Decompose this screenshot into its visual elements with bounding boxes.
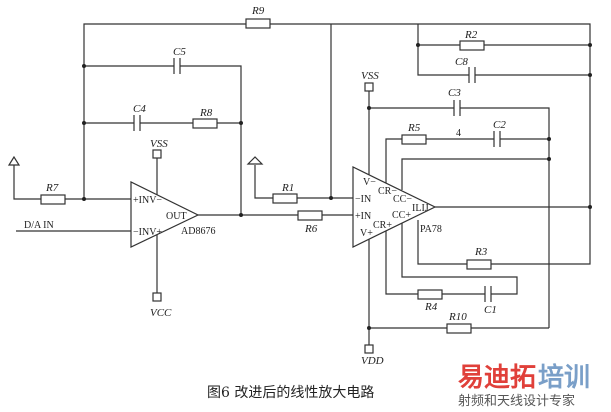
input-label: D/A IN bbox=[24, 220, 54, 231]
pin-crplus: CR+ bbox=[373, 220, 392, 231]
label-c3: C3 bbox=[448, 87, 461, 99]
capacitor-c1 bbox=[484, 286, 492, 302]
watermark-logo: 易迪拓 培训 射频和天线设计专家 bbox=[458, 363, 590, 409]
resistor-r2 bbox=[459, 40, 485, 51]
label-r10: R10 bbox=[448, 311, 467, 323]
resistor-r3 bbox=[466, 259, 492, 270]
capacitors bbox=[133, 58, 501, 302]
resistor-r4 bbox=[417, 289, 443, 300]
pin-crminus: CR− bbox=[378, 186, 397, 197]
resistor-r5 bbox=[401, 134, 427, 145]
label-c1: C1 bbox=[484, 304, 497, 316]
label-r1: R1 bbox=[281, 182, 294, 194]
ground-icon bbox=[7, 155, 21, 166]
label-vss-1: VSS bbox=[150, 138, 168, 150]
supply-terminal-vdd bbox=[364, 344, 374, 354]
pin-out: OUT bbox=[166, 211, 187, 222]
pin-minus-in: −IN bbox=[355, 194, 371, 205]
label-r2: R2 bbox=[464, 29, 478, 41]
label-vdd: VDD bbox=[361, 355, 384, 367]
supply-terminal-vss-2 bbox=[364, 82, 374, 92]
svg-text:射频和天线设计专家: 射频和天线设计专家 bbox=[458, 393, 575, 409]
label-c2: C2 bbox=[493, 119, 506, 131]
label-node-4: 4 bbox=[456, 128, 461, 139]
supply-terminal-vcc bbox=[152, 292, 162, 302]
pin-plus-in: +IN bbox=[355, 211, 371, 222]
resistor-r8 bbox=[192, 118, 218, 129]
opamp1-name: AD8676 bbox=[181, 226, 215, 237]
figure-caption: 图6 改进后的线性放大电路 bbox=[207, 385, 374, 401]
pin-ccplus: CC+ bbox=[392, 210, 411, 221]
opamp-pa78 bbox=[352, 166, 437, 248]
resistor-r1 bbox=[272, 193, 298, 204]
label-r9: R9 bbox=[251, 5, 265, 17]
label-vss-2: VSS bbox=[361, 70, 379, 82]
label-r6: R6 bbox=[304, 223, 318, 235]
pin-vminus: V− bbox=[363, 177, 376, 188]
label-c8: C8 bbox=[455, 56, 468, 68]
label-r4: R4 bbox=[424, 301, 438, 313]
pin-inv-plus: +INV− bbox=[133, 195, 162, 206]
capacitor-c2 bbox=[493, 131, 501, 147]
resistor-r6 bbox=[297, 210, 323, 221]
label-c4: C4 bbox=[133, 103, 146, 115]
resistor-r7 bbox=[40, 194, 66, 205]
label-r3: R3 bbox=[474, 246, 488, 258]
ground-icon bbox=[246, 156, 264, 165]
capacitor-c3 bbox=[453, 100, 461, 116]
resistor-r9 bbox=[245, 18, 271, 29]
wires bbox=[13, 23, 591, 345]
label-c5: C5 bbox=[173, 46, 186, 58]
capacitor-c5 bbox=[173, 58, 181, 74]
capacitor-c8 bbox=[468, 67, 476, 83]
label-r8: R8 bbox=[199, 107, 213, 119]
pin-ccminus: CC− bbox=[393, 194, 412, 205]
junction-dots bbox=[82, 43, 592, 330]
label-r7: R7 bbox=[45, 182, 59, 194]
label-r5: R5 bbox=[407, 122, 421, 134]
svg-text:易迪拓: 易迪拓 bbox=[458, 363, 536, 393]
opamp2-name: PA78 bbox=[420, 224, 442, 235]
supply-terminal-vss-1 bbox=[152, 149, 162, 159]
label-vcc: VCC bbox=[150, 307, 172, 319]
capacitor-c4 bbox=[133, 115, 141, 131]
pin-vplus: V+ bbox=[360, 228, 373, 239]
svg-text:培训: 培训 bbox=[538, 363, 590, 393]
opamp-ad8676 bbox=[130, 181, 200, 248]
pin-inv-minus: −INV+ bbox=[133, 227, 162, 238]
resistor-r10 bbox=[446, 323, 472, 334]
pin-out-2: ILIJ bbox=[412, 203, 429, 214]
